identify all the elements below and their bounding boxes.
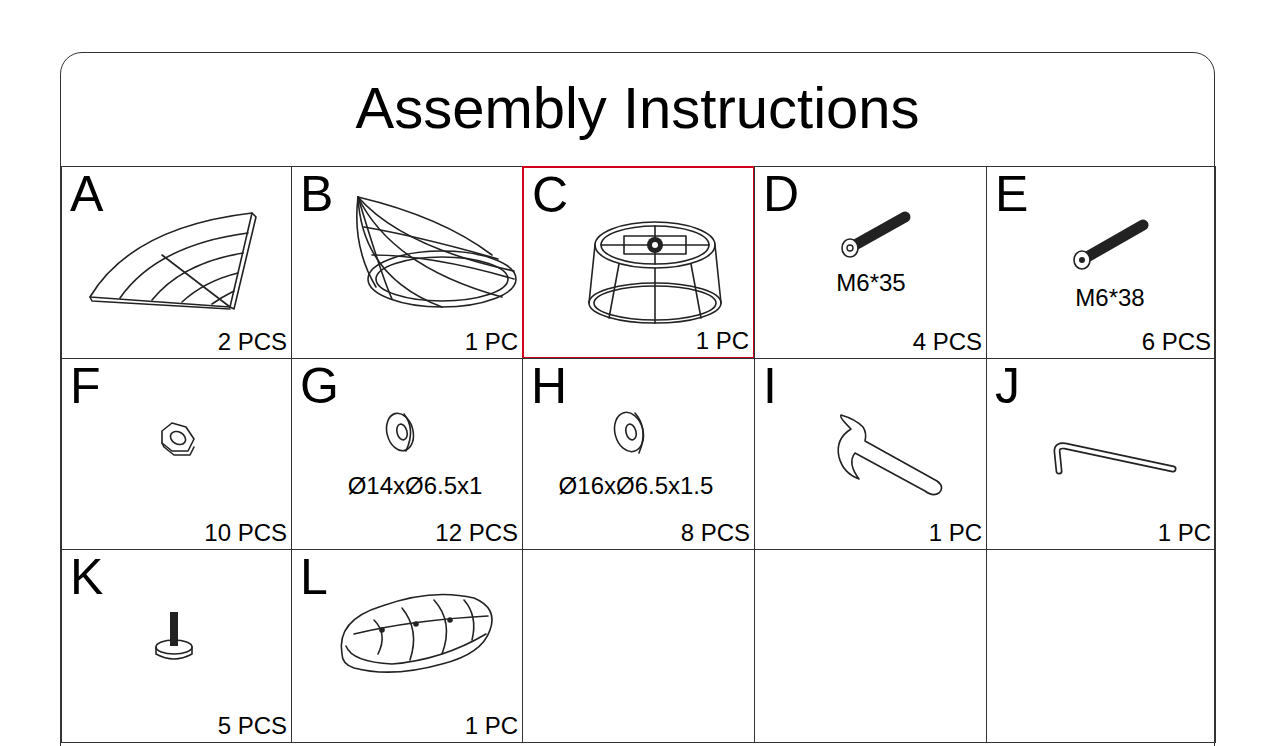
- quantity: 12 PCS: [435, 521, 518, 545]
- part-cell: E M6*38 6 PCS: [986, 166, 1216, 359]
- empty-cell: [986, 549, 1216, 743]
- part-cell: J 1 PC: [986, 358, 1216, 550]
- part-letter: L: [300, 552, 328, 602]
- empty-cell: [754, 549, 987, 743]
- part-letter: J: [995, 361, 1020, 411]
- part-cell: I 1 PC: [754, 358, 987, 550]
- part-letter: F: [70, 361, 101, 411]
- part-letter: E: [995, 169, 1028, 219]
- part-letter: D: [763, 169, 799, 219]
- quantity: 1 PC: [465, 330, 518, 354]
- part-cell: H Ø16xØ6.5x1.5 8 PCS: [522, 358, 755, 550]
- part-spec: Ø16xØ6.5x1.5: [559, 474, 714, 498]
- quantity: 5 PCS: [218, 714, 287, 738]
- quantity: 1 PC: [696, 329, 749, 353]
- part-letter: G: [300, 361, 339, 411]
- part-letter: H: [531, 361, 567, 411]
- quantity: 1 PC: [1158, 521, 1211, 545]
- quantity: 1 PC: [465, 714, 518, 738]
- part-cell: D M6*35 4 PCS: [754, 166, 987, 359]
- quantity: 10 PCS: [204, 521, 287, 545]
- quantity: 1 PC: [929, 521, 982, 545]
- quantity: 4 PCS: [913, 330, 982, 354]
- part-letter: C: [532, 170, 568, 220]
- part-spec: M6*35: [836, 271, 905, 295]
- part-cell: A 2 PCS: [61, 166, 292, 359]
- part-spec: Ø14xØ6.5x1: [348, 474, 483, 498]
- part-letter: K: [70, 552, 103, 602]
- part-cell: B 1 PC: [291, 166, 523, 359]
- part-letter: I: [763, 361, 777, 411]
- part-cell: K 5 PCS: [61, 549, 292, 743]
- quantity: 8 PCS: [681, 521, 750, 545]
- part-cell: F 10 PCS: [61, 358, 292, 550]
- part-letter: A: [70, 169, 103, 219]
- part-spec: M6*38: [1075, 286, 1144, 310]
- parts-frame: Assembly InstructionsA 2 PCS B 1 PC C 1 PC D M6…: [60, 52, 1215, 746]
- title-text: Assembly Instructions: [61, 75, 1214, 142]
- quantity: 6 PCS: [1142, 330, 1211, 354]
- part-letter: B: [300, 169, 333, 219]
- part-cell: C 1 PC: [522, 166, 755, 359]
- part-cell: G Ø14xØ6.5x1 12 PCS: [291, 358, 523, 550]
- part-cell: L 1 PC: [291, 549, 523, 743]
- empty-cell: [522, 549, 755, 743]
- quantity: 2 PCS: [218, 330, 287, 354]
